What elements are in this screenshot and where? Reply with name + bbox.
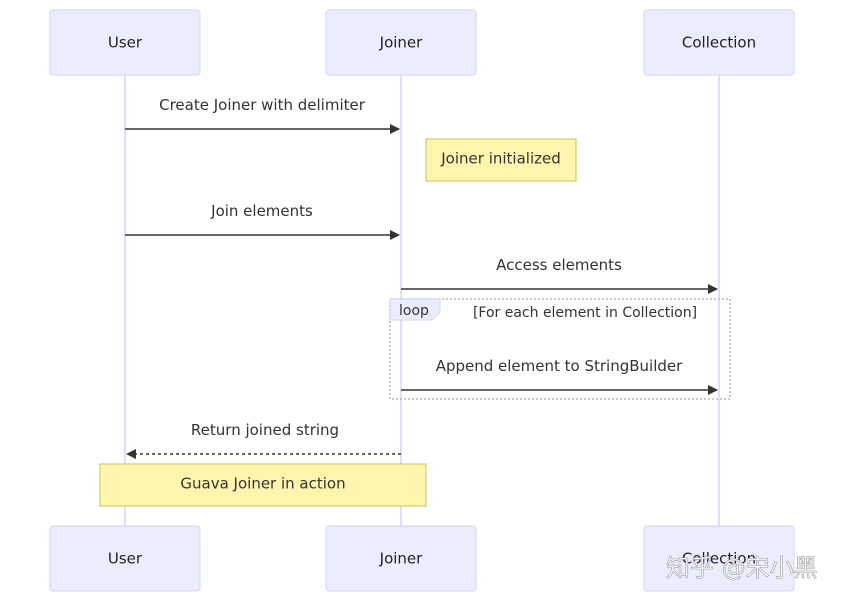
message-create-joiner-label: Create Joiner with delimiter [159,96,366,114]
loop-condition: [For each element in Collection] [473,305,697,321]
loop-keyword: loop [399,303,429,319]
message-return-joined-label: Return joined string [191,421,339,439]
actor-collection-top: Collection [643,9,795,76]
note-guava-joiner-text: Guava Joiner in action [180,475,345,493]
actor-collection-bottom-label: Collection [682,550,756,568]
message-append-element-label: Append element to StringBuilder [436,357,683,375]
actor-joiner-bottom: Joiner [325,525,477,592]
note-joiner-initialized: Joiner initialized [425,138,577,182]
actor-joiner-top-label: Joiner [379,34,424,52]
note-guava-joiner: Guava Joiner in action [99,463,427,507]
actor-user-bottom: User [49,525,201,592]
note-joiner-initialized-text: Joiner initialized [440,150,560,168]
actor-joiner-top: Joiner [325,9,477,76]
actor-user-top-label: User [108,34,143,52]
actor-joiner-bottom-label: Joiner [379,550,424,568]
actor-collection-top-label: Collection [682,34,756,52]
message-join-elements-label: Join elements [210,202,313,220]
watermark-text: 知乎 @宋小黑 [666,554,818,582]
loop-frame: loop [For each element in Collection] [389,298,731,400]
actor-user-bottom-label: User [108,550,143,568]
actor-user-top: User [49,9,201,76]
actor-collection-bottom: Collection [643,525,795,592]
message-access-elements-label: Access elements [496,256,622,274]
